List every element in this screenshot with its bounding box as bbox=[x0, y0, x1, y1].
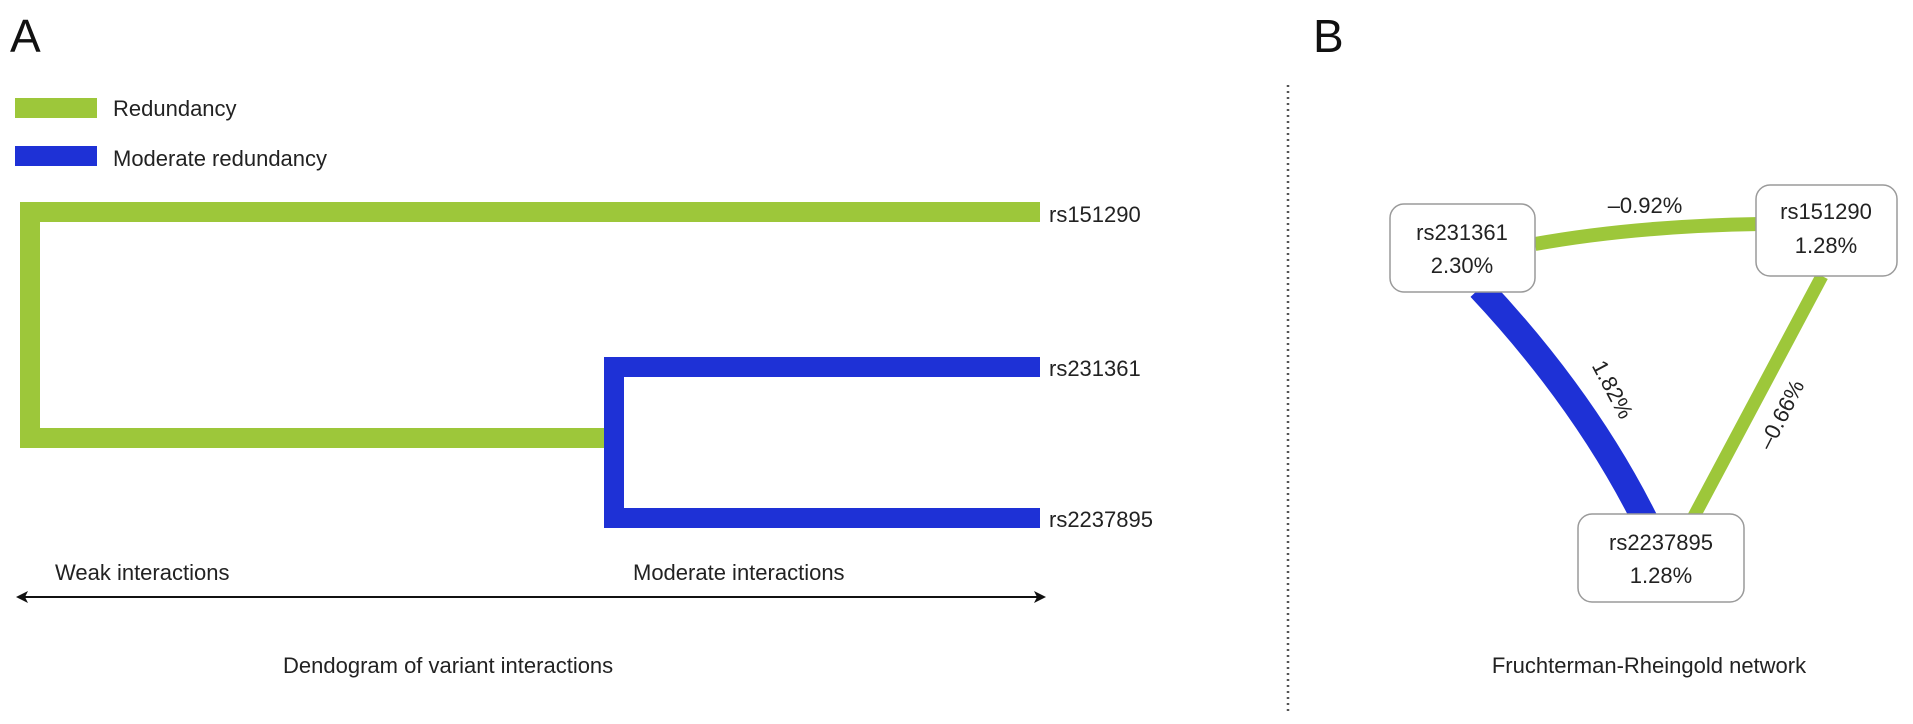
network-edges bbox=[1470, 217, 1828, 526]
edge-label-rs231361-rs151290: –0.92% bbox=[1608, 193, 1683, 218]
node-name: rs231361 bbox=[1416, 220, 1508, 245]
node-name: rs151290 bbox=[1780, 199, 1872, 224]
panel-b-letter: B bbox=[1313, 10, 1344, 62]
node-name: rs2237895 bbox=[1609, 530, 1713, 555]
leaf-label-rs231361: rs231361 bbox=[1049, 356, 1141, 381]
leaf-label-rs2237895: rs2237895 bbox=[1049, 507, 1153, 532]
legend-label-moderate-redundancy: Moderate redundancy bbox=[113, 146, 327, 171]
panel-a: A Redundancy Moderate redundancy rs15129… bbox=[10, 10, 1153, 678]
dendrogram-branch-redundancy bbox=[20, 202, 1040, 448]
interaction-axis: Weak interactions Moderate interactions bbox=[16, 560, 1046, 603]
edge-rs231361-rs151290 bbox=[1533, 217, 1761, 251]
panel-a-letter: A bbox=[10, 10, 41, 62]
node-rs2237895: rs2237895 1.28% bbox=[1577, 513, 1745, 603]
legend: Redundancy Moderate redundancy bbox=[15, 96, 327, 171]
axis-label-moderate: Moderate interactions bbox=[633, 560, 845, 585]
leaf-label-rs151290: rs151290 bbox=[1049, 202, 1141, 227]
node-box bbox=[1755, 184, 1898, 277]
node-box bbox=[1577, 513, 1745, 603]
legend-swatch-redundancy bbox=[15, 98, 97, 118]
node-value: 1.28% bbox=[1795, 233, 1857, 258]
axis-label-weak: Weak interactions bbox=[55, 560, 229, 585]
legend-label-redundancy: Redundancy bbox=[113, 96, 237, 121]
node-value: 1.28% bbox=[1630, 563, 1692, 588]
node-box bbox=[1389, 203, 1536, 293]
edge-rs231361-rs2237895 bbox=[1470, 279, 1657, 526]
edge-rs151290-rs2237895 bbox=[1686, 272, 1828, 524]
legend-swatch-moderate-redundancy bbox=[15, 146, 97, 166]
panel-b: B –0.92% 1.82% –0.66% rs231361 2.30% rs1… bbox=[1313, 10, 1898, 678]
dendrogram-caption: Dendogram of variant interactions bbox=[283, 653, 613, 678]
dendrogram-branch-moderate-redundancy bbox=[604, 357, 1040, 528]
node-rs151290: rs151290 1.28% bbox=[1755, 184, 1898, 277]
dendrogram: rs151290 rs231361 rs2237895 bbox=[20, 202, 1153, 532]
node-rs231361: rs231361 2.30% bbox=[1389, 203, 1536, 293]
node-value: 2.30% bbox=[1431, 253, 1493, 278]
network-caption: Fruchterman-Rheingold network bbox=[1492, 653, 1807, 678]
